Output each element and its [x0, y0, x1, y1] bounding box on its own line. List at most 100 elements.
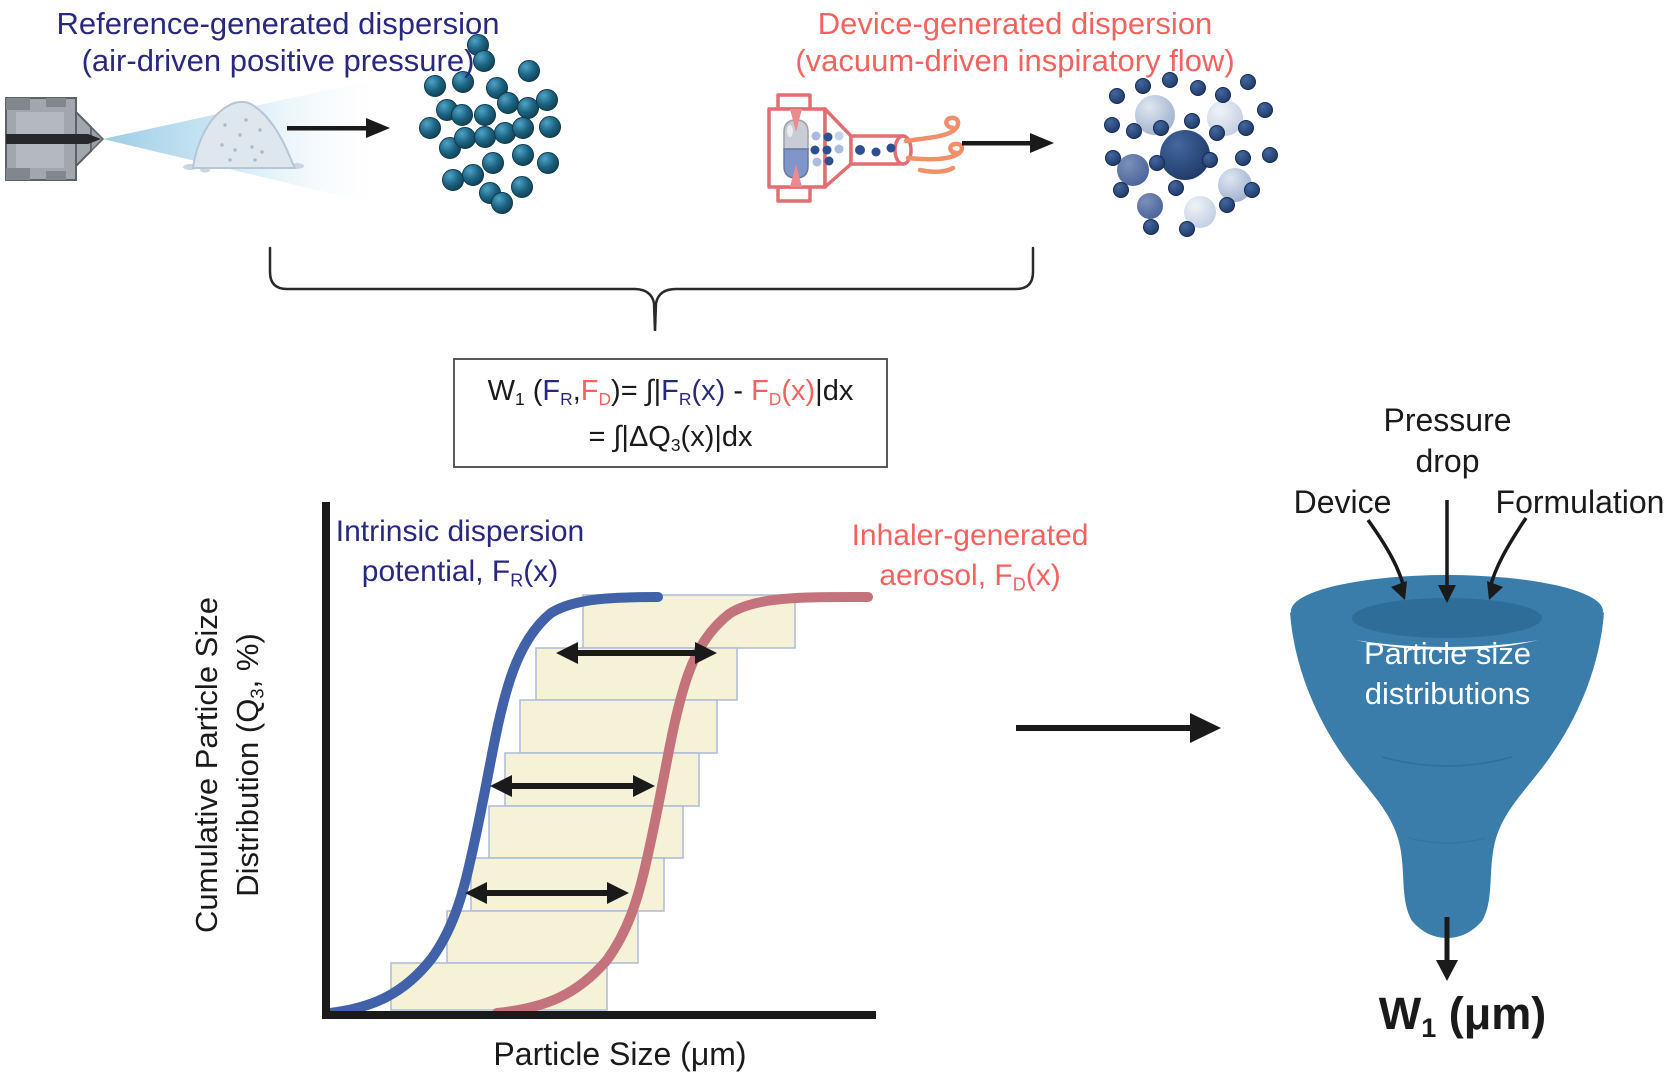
particle	[539, 116, 561, 138]
funnel-seam	[1381, 756, 1513, 767]
x-axis	[322, 1011, 876, 1019]
particle	[1184, 113, 1200, 129]
formula-term: (	[524, 375, 543, 407]
particle	[454, 127, 476, 149]
wasserstein-bands	[390, 594, 796, 1011]
powder-pile-icon	[183, 100, 304, 173]
pressure-drop-label: Pressure drop	[1345, 400, 1550, 482]
reference-curve-label-line1: Intrinsic dispersion	[335, 515, 585, 548]
device-curve	[492, 591, 873, 1018]
formula-term: F	[580, 375, 599, 407]
flow-arrow	[1016, 713, 1221, 743]
particle	[486, 77, 508, 99]
formula-line-1: W1 (FR,FD)= ∫|FR(x) - FD(x)|dx	[455, 372, 886, 418]
air-jet-nozzle-icon	[5, 97, 105, 181]
agglomerate	[1218, 168, 1252, 202]
particle	[1168, 180, 1184, 196]
formula-term: (x)	[781, 375, 816, 407]
formula-term: ∫|	[645, 375, 662, 407]
particle	[419, 117, 441, 139]
device-curve-label-line1: Inhaler-generated	[851, 519, 1089, 552]
particle	[1219, 197, 1235, 213]
particle	[1126, 123, 1142, 139]
label-subscript: 3	[246, 688, 268, 699]
label-subscript: D	[1012, 574, 1026, 595]
input-arrow-device	[1366, 518, 1407, 600]
formulation-input-label: Formulation	[1495, 484, 1665, 520]
particle	[474, 126, 496, 148]
particle	[1262, 147, 1278, 163]
formula-term: (x)	[691, 375, 726, 407]
reference-curve-label-line2: potential, FR(x)	[260, 552, 660, 600]
label-text: (μm)	[1436, 988, 1547, 1039]
particle	[1109, 88, 1125, 104]
formula-term: F	[751, 375, 769, 407]
funnel-icon	[1290, 575, 1604, 938]
particle	[1235, 150, 1251, 166]
funnel-mouth-inner	[1352, 598, 1542, 638]
x-axis-label: Particle Size (μm)	[493, 1036, 747, 1072]
label-text: W	[1378, 988, 1422, 1039]
particle	[1240, 74, 1256, 90]
formula-term: (x)|dx	[680, 421, 753, 454]
difference-arrow-top	[556, 642, 717, 664]
particle	[511, 176, 533, 198]
agglomerate	[1137, 193, 1163, 219]
output-arrow	[1436, 917, 1458, 981]
formula-subscript: D	[768, 389, 782, 410]
formula-term: )=	[611, 375, 646, 407]
device-title-line2: (vacuum-driven inspiratory flow)	[795, 43, 1235, 78]
formula-subscript: R	[678, 389, 692, 410]
particle	[462, 164, 484, 186]
dispersing-powder-dots	[810, 131, 896, 167]
device-title-line1: Device-generated dispersion	[817, 6, 1213, 41]
particle	[1113, 182, 1129, 198]
reference-curve	[325, 592, 663, 1018]
formula-subscript: 3	[670, 435, 681, 456]
reference-title-line1: Reference-generated dispersion	[56, 6, 500, 41]
formula-line-2: = ∫|ΔQ3(x)|dx	[455, 418, 886, 464]
w1-output-label: W1 (μm)	[1340, 988, 1585, 1044]
particle	[1244, 182, 1260, 198]
y-axis-label-line2: Distribution (Q3, %)	[227, 485, 278, 1045]
formula-term: |dx	[815, 375, 854, 407]
particle	[1149, 155, 1165, 171]
breath-swirl-icon	[903, 115, 965, 174]
particle	[1162, 72, 1178, 88]
label-text: , %)	[230, 633, 265, 689]
particle	[1153, 120, 1169, 136]
particle	[474, 104, 496, 126]
piercing-pin-top	[790, 109, 802, 132]
label-text: Distribution (Q	[230, 698, 265, 897]
funnel-body-label: Particle size distributions	[1345, 634, 1550, 714]
device-arrow	[962, 133, 1054, 153]
formula-term: W	[487, 375, 516, 407]
particle	[1135, 78, 1151, 94]
agglomerate	[1184, 196, 1216, 228]
label-text: aerosol, F	[879, 559, 1013, 592]
device-input-label: Device	[1293, 484, 1392, 520]
band	[519, 699, 718, 754]
particle	[1202, 152, 1218, 168]
funnel-body	[1290, 612, 1604, 938]
particle	[452, 71, 474, 93]
piercing-pin-bottom	[790, 164, 802, 187]
particle	[1143, 219, 1159, 235]
y-axis	[322, 502, 330, 1019]
particle	[536, 89, 558, 111]
agglomerate	[1117, 154, 1149, 186]
label-text: Pressure	[1383, 402, 1512, 438]
formula-term: = ∫|ΔQ	[588, 421, 671, 454]
difference-arrow-bottom	[465, 882, 629, 904]
particle	[537, 152, 559, 174]
reference-curve-label: Intrinsic dispersion potential, FR(x)	[260, 512, 660, 600]
inhaler-icon	[767, 93, 913, 203]
device-curve-label-line2: aerosol, FD(x)	[770, 556, 1170, 604]
agglomerate	[1160, 130, 1210, 180]
device-particle-cluster	[1104, 72, 1278, 237]
device-title: Device-generated dispersion (vacuum-driv…	[765, 5, 1265, 79]
particle	[518, 60, 540, 82]
particle	[491, 192, 513, 214]
